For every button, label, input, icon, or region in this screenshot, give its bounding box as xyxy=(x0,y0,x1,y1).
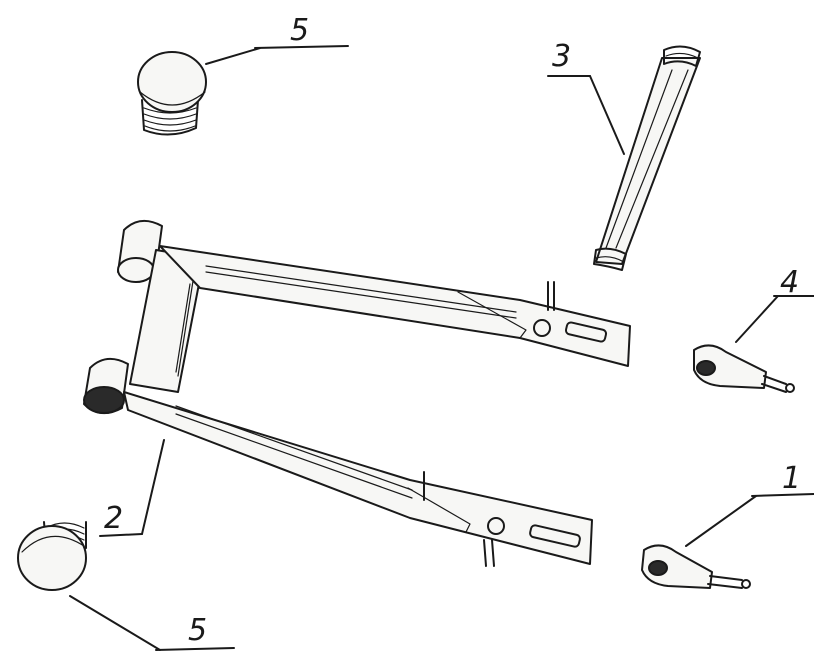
chain-adjuster-upper xyxy=(693,344,795,393)
callout-label-4: 4 xyxy=(780,265,799,300)
pivot-pipe xyxy=(593,45,701,271)
bushing-cap-top xyxy=(137,51,207,136)
chain-adjuster-lower xyxy=(641,544,751,589)
callout-label-5-bottom: 5 xyxy=(188,613,207,648)
callout-label-5-top: 5 xyxy=(290,13,309,48)
callout-label-2: 2 xyxy=(104,501,123,536)
callout-5-bottom: 5 xyxy=(69,595,235,651)
callout-4: 4 xyxy=(735,265,814,343)
swing-arm xyxy=(83,219,631,567)
callout-label-1: 1 xyxy=(782,461,801,496)
callout-5-top: 5 xyxy=(205,13,349,65)
callout-3: 3 xyxy=(547,39,625,155)
callout-label-3: 3 xyxy=(552,39,571,74)
callout-2: 2 xyxy=(99,439,165,537)
callout-1: 1 xyxy=(685,461,814,547)
bushing-cap-bottom xyxy=(17,521,87,591)
